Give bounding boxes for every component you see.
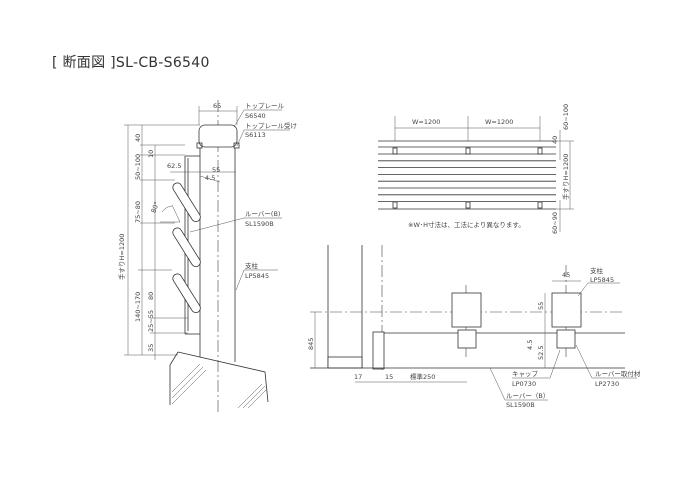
dim-50-100: 50~100 — [134, 154, 142, 180]
dim-55: 55 — [537, 302, 545, 310]
louver-3 — [172, 273, 201, 314]
dim-40: 40 — [551, 136, 559, 144]
ground-slab — [169, 351, 269, 405]
cap-2 — [556, 329, 576, 349]
plan-view: 845 17 15 標準250 45 55 4.5 52.5 支柱 LP5845… — [307, 245, 641, 409]
dim-17: 17 — [354, 373, 362, 381]
dim-140-170: 140~170 — [134, 292, 142, 322]
top-rail-holder-left — [196, 142, 203, 149]
post-label: 支柱 — [590, 266, 604, 275]
top-rail-code: S6540 — [245, 112, 266, 120]
top-rail-holder-label: トップレール受け — [245, 121, 297, 130]
post-2 — [551, 292, 582, 328]
elevation-view: W=1200 W=1200 40 60~100 手すりH=1200 60~90 … — [378, 104, 574, 234]
dim-845: 845 — [307, 338, 315, 350]
louver-label: ルーバー（B） — [506, 392, 549, 400]
louver-2 — [172, 227, 201, 268]
cap-1 — [457, 329, 477, 349]
dim-25-55: 25~55 — [147, 310, 155, 332]
section-view: 65 80° 62.5 55 4.5 手すりH=1200 40 10 50 — [117, 100, 297, 412]
louver-fixer-label: ルーバー取付材 — [595, 369, 641, 378]
top-rail — [198, 124, 238, 148]
page-title: [ 断面図 ]SL-CB-S6540 — [52, 55, 210, 71]
louver-code: SL1590B — [245, 220, 274, 228]
dim-35: 35 — [147, 344, 155, 352]
louvers — [172, 182, 201, 314]
dim-45: 45 — [562, 271, 570, 279]
dim-52-5: 52.5 — [537, 346, 545, 360]
dim-10: 10 — [147, 150, 155, 158]
end-cap — [372, 331, 385, 370]
dim-250: 標準250 — [410, 372, 435, 381]
louver-label: ルーバー(B) — [245, 210, 280, 218]
dim-40: 40 — [134, 134, 142, 142]
end-post-base — [327, 356, 363, 369]
dim-15: 15 — [385, 373, 393, 381]
cap-label: キャップ — [512, 370, 539, 378]
louver-fixer-code: LP2730 — [595, 380, 619, 388]
dimension-note: ※W･H寸法は、工法により異なります。 — [408, 220, 525, 229]
top-rail-holder-code: S6113 — [245, 131, 266, 139]
angle-80: 80° — [150, 200, 161, 214]
dim-height: 手すりH=1200 — [561, 154, 570, 200]
post-code: LP5845 — [245, 272, 269, 280]
post-label: 支柱 — [245, 261, 259, 270]
louver-1 — [172, 182, 201, 223]
width-dim-1: W=1200 — [412, 118, 440, 126]
dim-60-100: 60~100 — [562, 104, 570, 130]
dim-80: 80 — [147, 292, 155, 300]
dim-height: 手すりH=1200 — [117, 234, 126, 280]
post-code: LP5845 — [590, 276, 614, 284]
top-rail-holder-right — [233, 142, 240, 149]
width-dim-2: W=1200 — [485, 118, 513, 126]
post-1 — [451, 292, 482, 328]
dim-65: 65 — [213, 102, 221, 110]
dim-4-5: 4.5 — [526, 340, 534, 350]
dim-75-80: 75~80 — [134, 201, 142, 223]
dim-62-5: 62.5 — [167, 162, 181, 170]
top-rail-label: トップレール — [245, 102, 285, 110]
louver-code: SL1590B — [506, 401, 535, 409]
cap-code: LP0730 — [512, 380, 536, 388]
slats — [378, 153, 556, 203]
dim-55: 55 — [212, 166, 220, 174]
dim-60-90: 60~90 — [551, 212, 559, 234]
dim-4-5: 4.5 — [205, 174, 215, 182]
